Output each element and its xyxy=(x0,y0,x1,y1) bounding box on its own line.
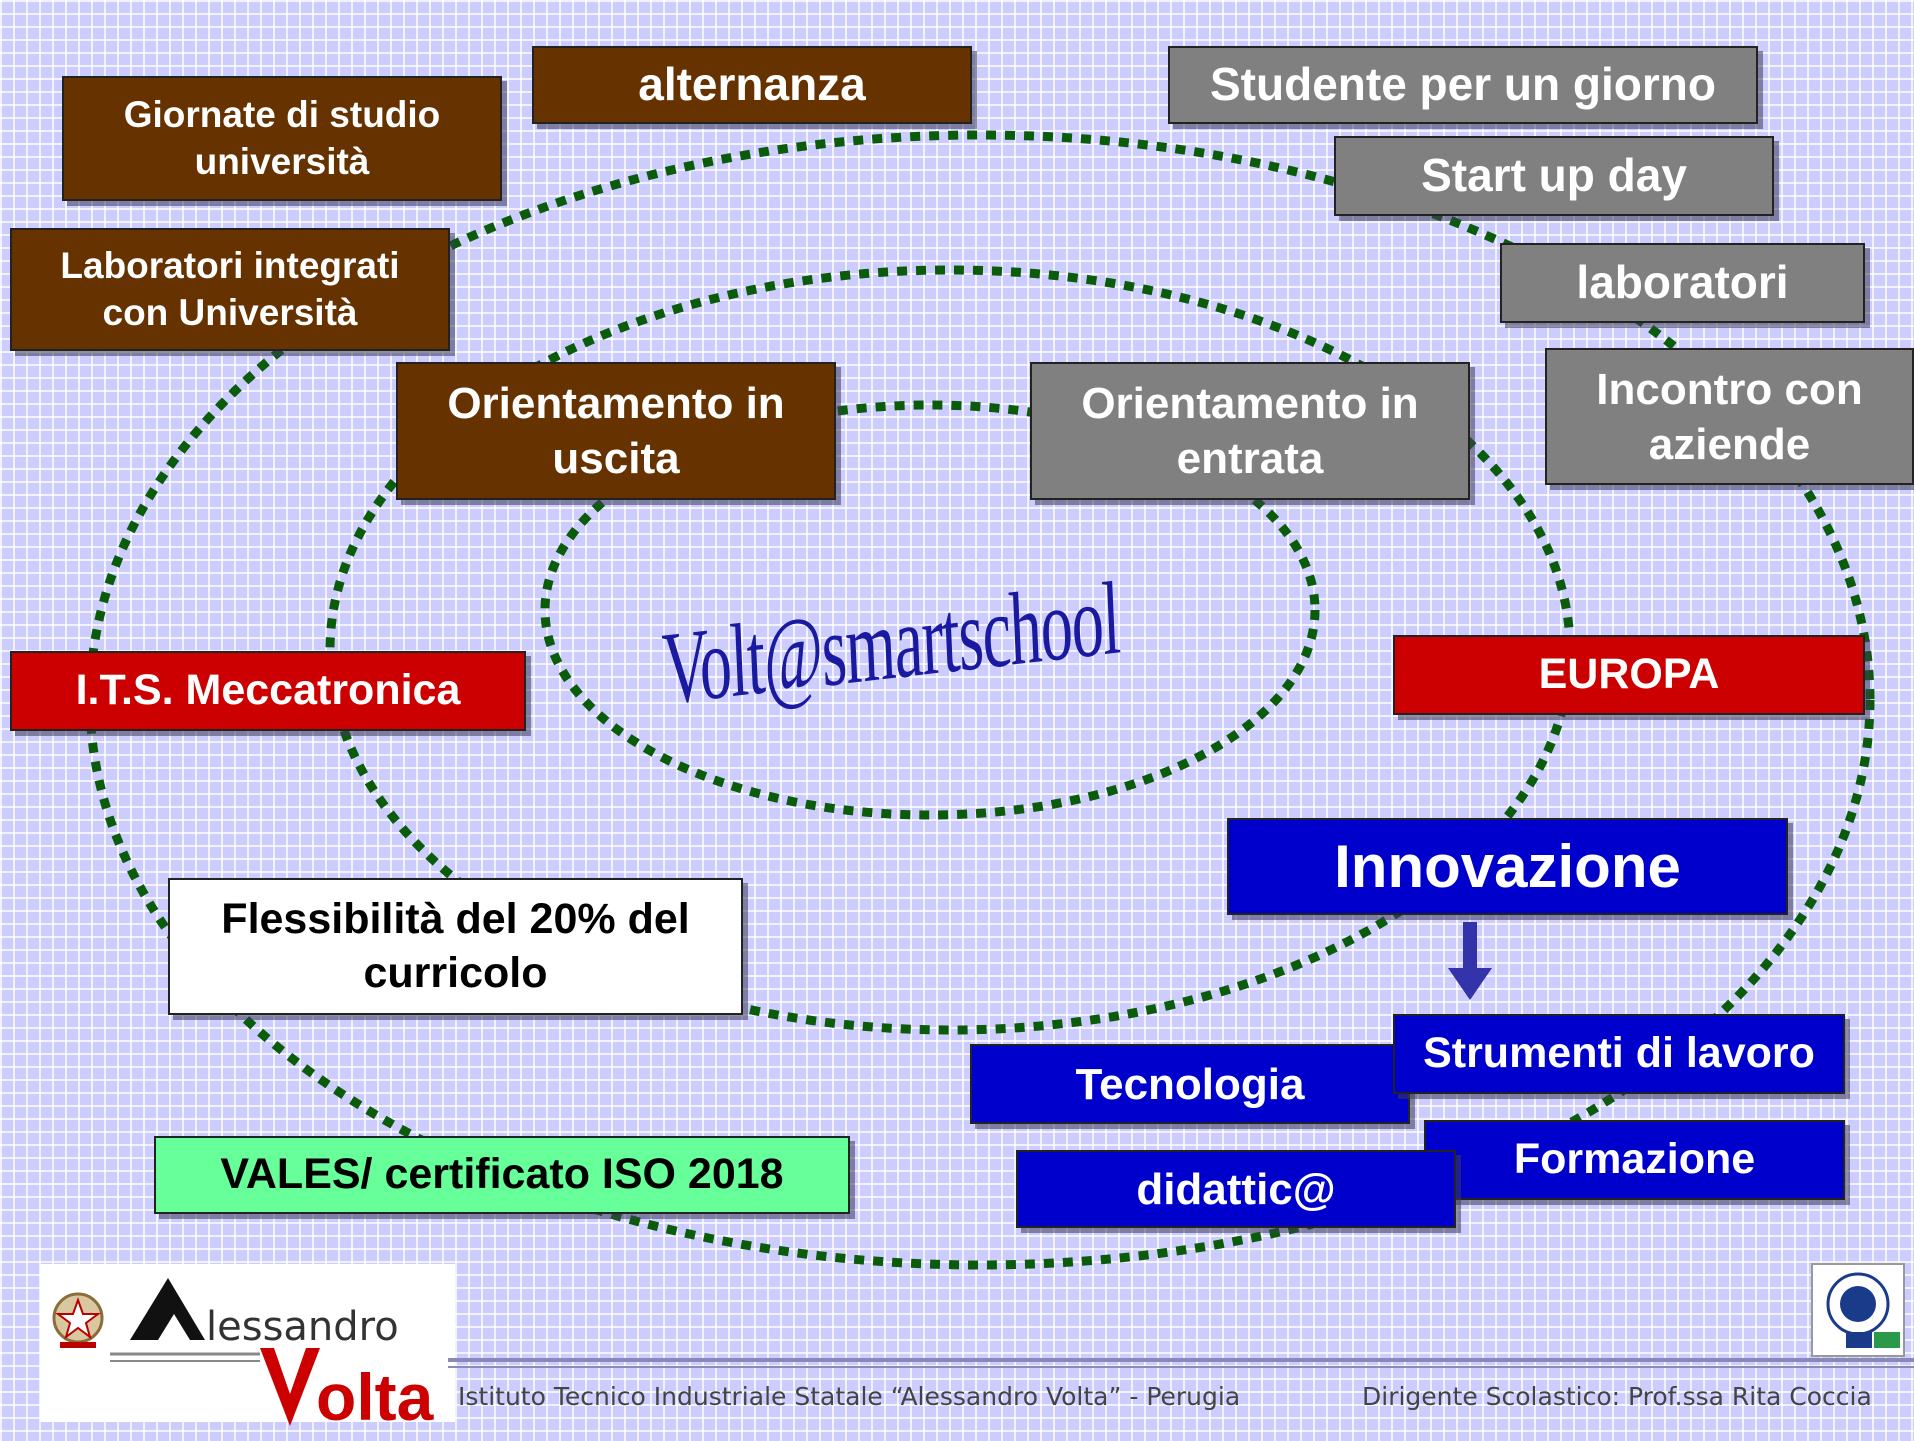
alessandro-volta-logo: lessandro olta xyxy=(110,1278,435,1426)
inner-oval xyxy=(540,400,1320,820)
alternanza-box: alternanza xyxy=(532,46,972,124)
europa-box: EUROPA xyxy=(1393,635,1865,715)
footer-divider xyxy=(448,1358,1914,1362)
formazione-box: Formazione xyxy=(1424,1120,1845,1200)
outer-oval xyxy=(85,130,1875,1270)
studente-giorno-box: Studente per un giorno xyxy=(1168,46,1758,124)
italian-republic-emblem-icon xyxy=(52,1292,104,1348)
orientamento-uscita-box: Orientamento in uscita xyxy=(396,362,836,500)
down-arrow-icon xyxy=(1448,922,1492,1000)
logo-background xyxy=(40,1264,455,1422)
flessibilita-box: Flessibilità del 20% del curricolo xyxy=(168,878,743,1015)
footer-principal: Dirigente Scolastico: Prof.ssa Rita Cocc… xyxy=(1362,1382,1872,1411)
vales-iso-box: VALES/ certificato ISO 2018 xyxy=(154,1136,850,1214)
footer-divider-thin xyxy=(448,1366,1914,1368)
giornate-studio-box: Giornate di studio università xyxy=(62,76,502,201)
laboratori-integrati-box: Laboratori integrati con Università xyxy=(10,228,450,351)
innovazione-box: Innovazione xyxy=(1227,818,1788,915)
didattica-box: didattic@ xyxy=(1016,1150,1456,1228)
incontro-aziende-box: Incontro con aziende xyxy=(1545,348,1914,485)
its-meccatronica-box: I.T.S. Meccatronica xyxy=(10,651,526,731)
logo-line1: lessandro xyxy=(206,1304,399,1350)
start-up-day-box: Start up day xyxy=(1334,136,1774,216)
orientamento-entrata-box: Orientamento in entrata xyxy=(1030,362,1470,500)
laboratori-box: laboratori xyxy=(1500,243,1865,323)
tecnologia-box: Tecnologia xyxy=(970,1044,1410,1124)
footer-institute-name: Istituto Tecnico Industriale Statale “Al… xyxy=(458,1382,1241,1411)
strumenti-lavoro-box: Strumenti di lavoro xyxy=(1393,1014,1845,1094)
logo-line2: olta xyxy=(316,1360,435,1426)
iso-certification-badge-icon xyxy=(1811,1263,1905,1357)
